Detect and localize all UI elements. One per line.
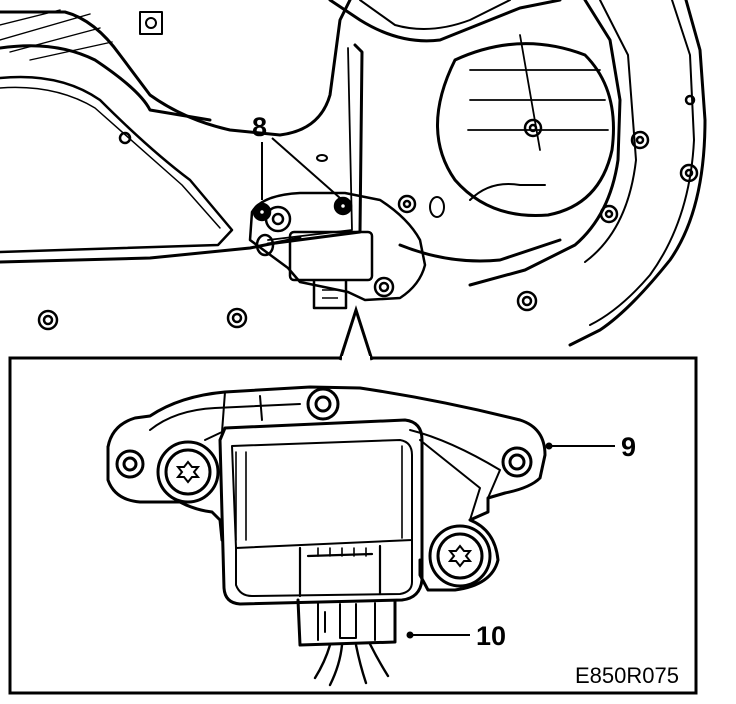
window-frame-right-2 — [584, 0, 637, 263]
connector-plug — [296, 598, 397, 647]
leader-8-b — [271, 137, 341, 199]
bolt-small-2 — [333, 196, 353, 216]
slot-hole-1 — [429, 196, 445, 218]
bracket-ridge-5 — [259, 395, 263, 421]
fastener-small-right — [373, 276, 395, 298]
callout-9-group: 9 — [545, 432, 636, 462]
door-top-frame-inner — [359, 0, 511, 30]
panel-hole — [226, 307, 248, 329]
module-housing-lower — [235, 539, 413, 597]
torx-bolt-left — [156, 440, 220, 504]
module-body-small — [288, 230, 374, 282]
detail-fasteners — [115, 387, 533, 588]
callout-8: 8 — [252, 112, 267, 142]
panel-hole — [684, 94, 696, 106]
panel-hole — [516, 290, 538, 312]
callout-8-group: 8 — [252, 112, 341, 200]
door-right-edge — [568, 0, 707, 347]
door-recess-left — [0, 75, 234, 254]
callout-10: 10 — [476, 621, 506, 651]
module-housing — [218, 418, 424, 606]
torx-bolt-right — [428, 524, 492, 588]
door-panel-overview — [0, 0, 707, 347]
mount-hole-right — [501, 446, 533, 478]
callout-9: 9 — [621, 432, 636, 462]
door-top-frame — [328, 0, 562, 43]
panel-hole — [679, 163, 699, 183]
speaker-opening — [436, 42, 615, 218]
bracket-ridge-2 — [409, 429, 501, 499]
panel-hole — [37, 309, 59, 331]
panel-fastener-holes — [37, 94, 699, 331]
door-right-edge-inner — [589, 0, 695, 326]
mount-hole-left — [115, 449, 145, 479]
connector-socket-pins — [317, 547, 367, 557]
harness-wires — [313, 642, 390, 687]
speaker-cone — [469, 183, 546, 201]
panel-hole — [523, 118, 543, 138]
connector-plug-latch — [317, 601, 376, 641]
module-bracket-small — [248, 191, 427, 302]
panel-hole — [599, 204, 619, 224]
connector-socket — [298, 544, 382, 598]
module-housing-inner — [231, 439, 413, 549]
speaker-frame-inner — [467, 34, 609, 151]
bracket-ridge-1 — [149, 403, 301, 431]
connector-small — [312, 280, 348, 310]
window-guide-rod — [266, 43, 364, 246]
hatch-lines-left — [0, 9, 113, 61]
square-clip — [139, 11, 163, 35]
figure-id: E850R075 — [575, 663, 679, 688]
window-frame-right — [468, 0, 622, 287]
panel-hole — [118, 131, 132, 145]
detail-pointer — [338, 305, 374, 361]
door-bottom-curve — [398, 238, 562, 263]
module-in-situ — [248, 191, 427, 310]
bracket-ridge-3 — [419, 439, 481, 521]
callout-10-group: 10 — [406, 621, 506, 651]
window-guide-rod-inner — [267, 47, 353, 241]
panel-hole — [397, 194, 417, 214]
panel-hole — [630, 130, 650, 150]
mount-hole-top — [306, 387, 340, 421]
module-bracket-outline — [106, 385, 547, 592]
slot-hole-2 — [316, 154, 328, 162]
module-detail — [106, 385, 547, 687]
square-clip-hole — [145, 17, 157, 29]
door-upper-left-trim — [0, 44, 212, 122]
bolt-small-1 — [252, 202, 272, 222]
door-recess-left-inner — [0, 86, 221, 229]
bracket-lug — [255, 233, 275, 257]
